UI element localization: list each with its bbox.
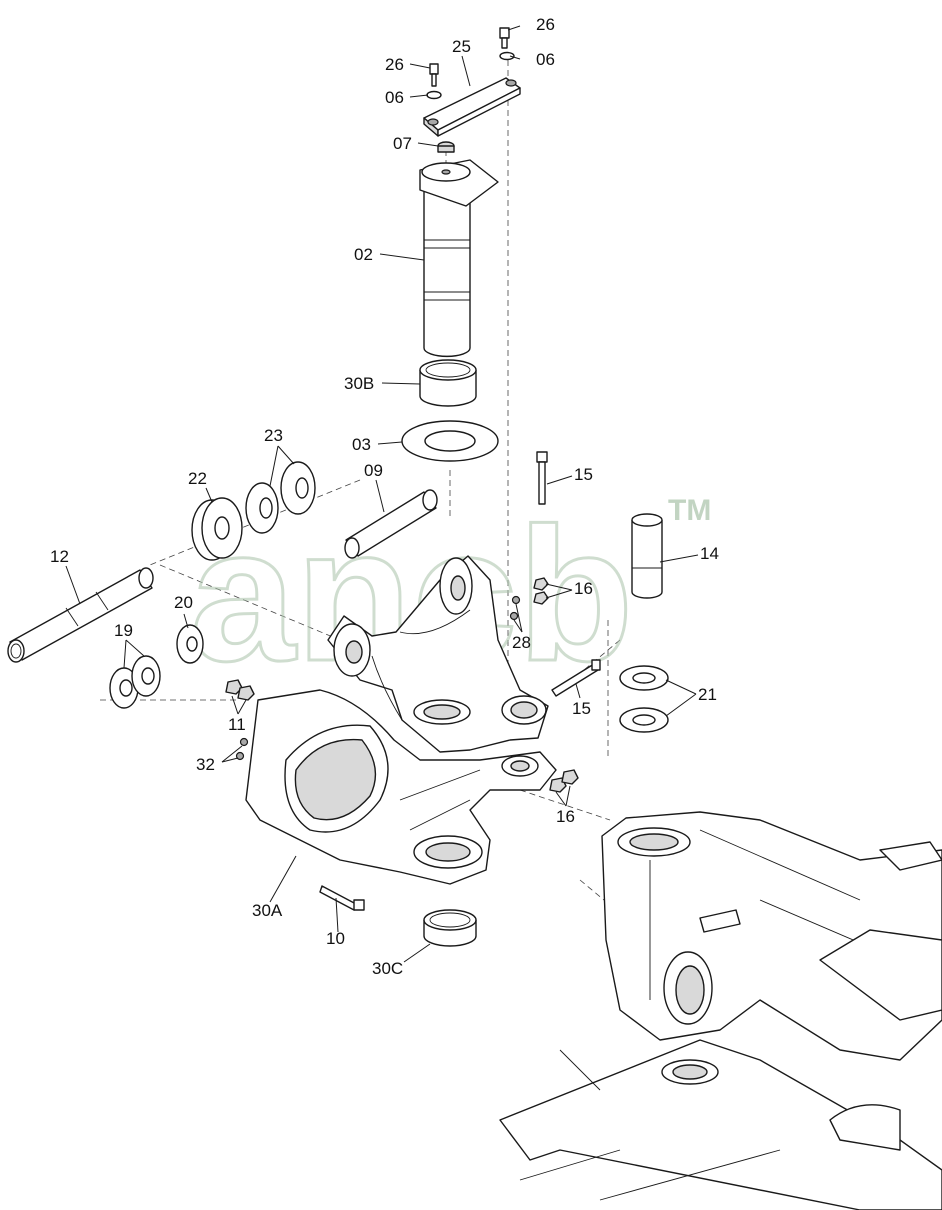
pin-14 <box>631 513 663 599</box>
callout-labels: 26 25 06 26 06 07 02 30B 03 23 22 09 15 … <box>50 15 719 978</box>
pin-02 <box>419 159 499 358</box>
callout-12: 12 <box>50 547 69 566</box>
callout-30b: 30B <box>344 374 374 393</box>
leader-lines <box>65 25 699 963</box>
washer-20 <box>176 624 204 664</box>
callout-10: 10 <box>326 929 345 948</box>
swing-bracket-upper <box>327 555 549 753</box>
washer-03 <box>401 420 499 462</box>
callout-02: 02 <box>354 245 373 264</box>
bolt-15-upper <box>536 451 548 505</box>
callout-16-upper: 16 <box>574 579 593 598</box>
nuts-11 <box>225 679 255 701</box>
fitting-07 <box>437 141 455 153</box>
callout-15-lower: 15 <box>572 699 591 718</box>
bushing-30b <box>419 359 477 407</box>
callout-21: 21 <box>698 685 717 704</box>
callout-14: 14 <box>700 544 719 563</box>
washer-22 <box>191 497 243 561</box>
callout-03: 03 <box>352 435 371 454</box>
callout-32: 32 <box>196 755 215 774</box>
bushing-30c <box>423 909 477 947</box>
callout-30c: 30C <box>372 959 403 978</box>
nuts-16-upper <box>533 577 549 605</box>
callout-23: 23 <box>264 426 283 445</box>
callout-26-upper: 26 <box>536 15 555 34</box>
fittings-32 <box>235 737 249 761</box>
washers-21 <box>619 665 669 733</box>
callout-11: 11 <box>228 715 246 734</box>
callout-15-upper: 15 <box>574 465 593 484</box>
callout-07: 07 <box>393 134 412 153</box>
shims-23 <box>245 461 316 534</box>
callout-16-lower: 16 <box>556 807 575 826</box>
callout-06-left: 06 <box>385 88 404 107</box>
callout-28: 28 <box>512 633 531 652</box>
callout-26-left: 26 <box>385 55 404 74</box>
callout-06-right: 06 <box>536 50 555 69</box>
callout-30a: 30A <box>252 901 283 920</box>
main-frame <box>499 811 942 1210</box>
bolt-26-right <box>499 27 515 61</box>
pin-12 <box>7 567 154 663</box>
bolt-10 <box>319 885 365 911</box>
nuts-16-lower <box>549 769 579 793</box>
pin-09 <box>344 489 438 559</box>
callout-19: 19 <box>114 621 133 640</box>
swing-bracket-30a <box>245 689 557 885</box>
bolt-26-left <box>426 63 442 100</box>
callout-25: 25 <box>452 37 471 56</box>
fittings-28 <box>509 595 521 621</box>
callout-20: 20 <box>174 593 193 612</box>
callout-09: 09 <box>364 461 383 480</box>
watermark-tm: TM <box>668 494 711 527</box>
plate-25 <box>423 77 521 137</box>
callout-22: 22 <box>188 469 207 488</box>
bolt-15-lower <box>551 659 601 697</box>
